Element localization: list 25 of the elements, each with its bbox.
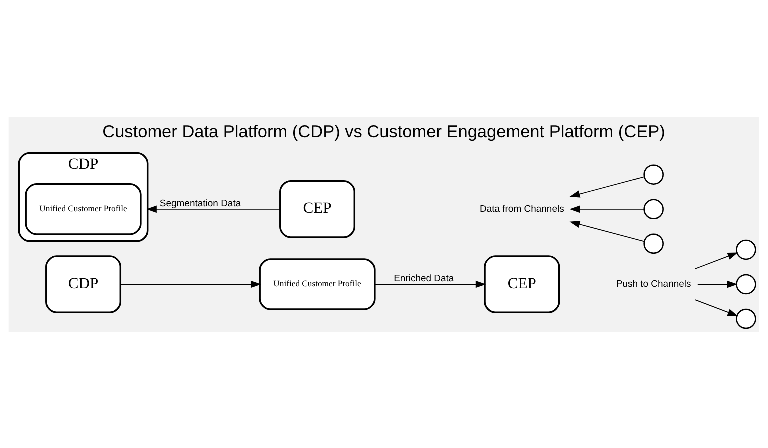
node-text: Push to Channels	[616, 278, 692, 290]
arrow	[570, 220, 645, 242]
arrow	[570, 176, 645, 198]
node-circle	[644, 198, 664, 220]
node-circle	[644, 164, 664, 184]
node-circle	[736, 274, 756, 294]
node-circle	[736, 308, 756, 329]
diagram-title: Customer Data Platform (CDP) vs Customer Engagement Platform (CEP)	[102, 121, 666, 142]
arrow	[120, 280, 262, 288]
node-circle	[644, 233, 664, 254]
node-box: Unified Customer Profile	[259, 258, 376, 310]
node-box: CEP	[484, 255, 560, 313]
arrow	[695, 299, 738, 316]
node-circle	[736, 239, 756, 260]
arrow	[695, 252, 738, 269]
node-box: Unified Customer Profile	[25, 182, 142, 235]
node-text: Data from Channels	[480, 203, 564, 214]
node-box: CEP	[280, 180, 356, 238]
arrow	[570, 205, 645, 213]
node-box: CDP	[46, 255, 122, 313]
edge-label: Segmentation Data	[160, 198, 242, 210]
arrow	[697, 280, 738, 288]
edge-label: Enriched Data	[394, 273, 454, 284]
arrow	[374, 280, 486, 288]
arrow	[146, 205, 281, 213]
